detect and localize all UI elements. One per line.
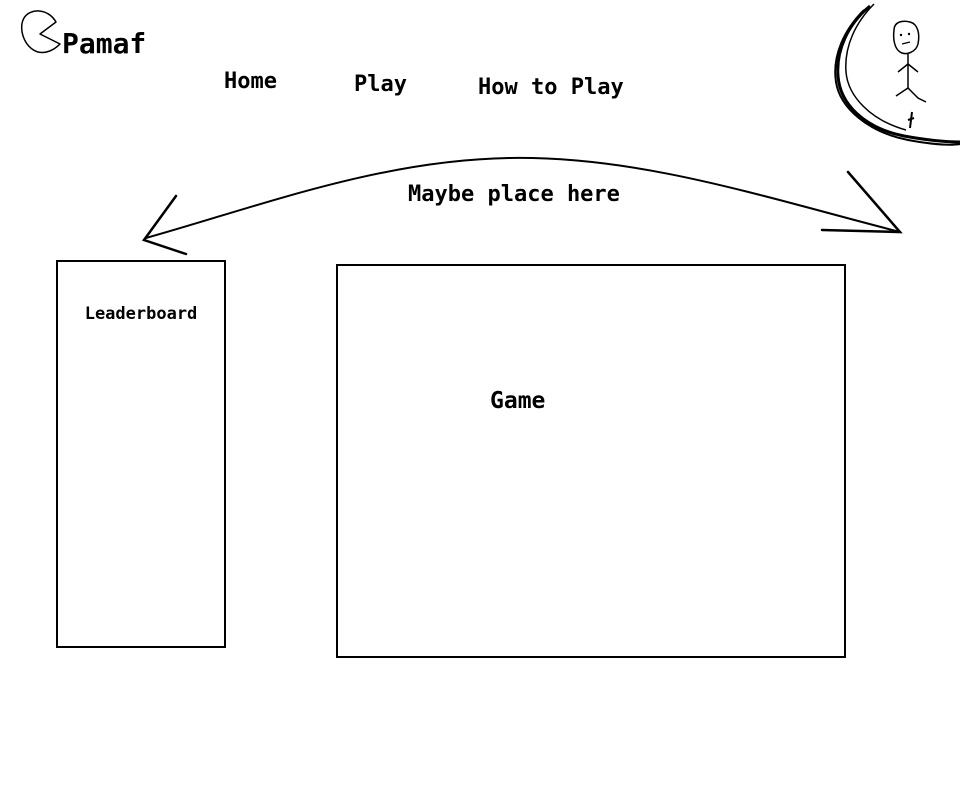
brand-name[interactable]: Pamaf: [62, 27, 147, 60]
stick-figure-avatar-icon[interactable]: [830, 0, 960, 150]
game-title: Game: [490, 388, 546, 414]
leaderboard-title: Leaderboard: [84, 304, 198, 324]
pacman-icon[interactable]: [0, 0, 70, 60]
placement-note: Maybe place here: [408, 182, 620, 207]
double-arrow-icon: [141, 156, 903, 256]
game-panel[interactable]: Game: [336, 264, 846, 658]
leaderboard-panel: Leaderboard: [56, 260, 226, 648]
nav-how-to-play-link[interactable]: How to Play: [478, 75, 624, 100]
nav-home-link[interactable]: Home: [224, 69, 277, 94]
nav-play-link[interactable]: Play: [354, 72, 407, 97]
